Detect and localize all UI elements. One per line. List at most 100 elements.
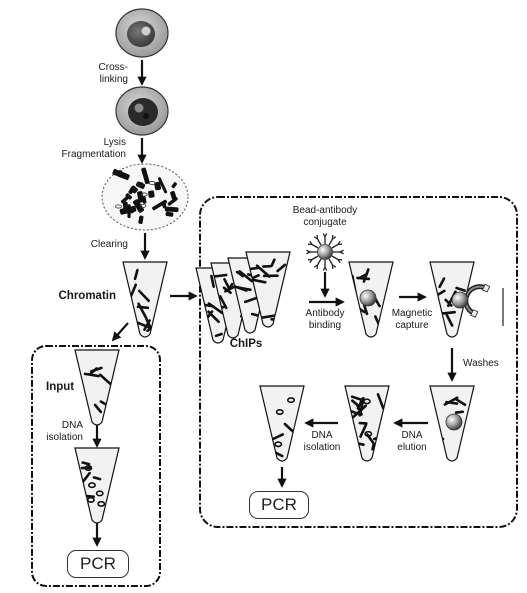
dna-strand: [376, 392, 385, 410]
antibody-spoke: [316, 258, 322, 266]
antibody-arm: [339, 249, 344, 253]
chromatin-tube: [122, 261, 168, 338]
dna-strand: [454, 397, 467, 407]
antibody-arm: [309, 259, 313, 264]
chromatin-fragment: [157, 177, 168, 194]
magnetic-bead: [451, 291, 469, 309]
dna-strand: [136, 321, 156, 331]
chromatin-ring: [148, 181, 156, 186]
dna-strand: [93, 403, 103, 414]
antibody-spoke: [331, 255, 339, 261]
dna-strand: [98, 373, 115, 388]
antibody-arm: [306, 251, 311, 255]
chips-label: ChIPs: [229, 338, 263, 350]
dna-strand: [210, 274, 215, 288]
dna-isolation-right-label: DNA isolation: [303, 430, 341, 453]
chip-box: [199, 196, 518, 528]
dna-strand: [80, 466, 93, 470]
chromatin-fragment: [126, 209, 134, 214]
dna-ring: [86, 496, 95, 503]
dna-ring: [364, 430, 373, 437]
elution-tube: [344, 385, 390, 462]
dna-strand: [238, 270, 253, 283]
dna-strand: [371, 442, 376, 451]
lysis-fragmentation-label: Lysis Fragmentation: [61, 137, 126, 160]
dna-strand: [455, 286, 466, 292]
dna-strand: [137, 302, 148, 321]
dna-strand: [252, 278, 267, 284]
dna-strand: [243, 296, 259, 304]
dna-strand: [262, 436, 272, 443]
washes-label: Washes: [463, 358, 499, 369]
input-box: [31, 345, 161, 587]
chromatin-label: Chromatin: [58, 290, 117, 302]
dna-strand: [222, 286, 232, 295]
magnetic-bead: [359, 289, 377, 307]
dna-strand: [88, 367, 98, 376]
pcr-left-box: PCR: [67, 550, 129, 578]
dna-strand: [454, 410, 465, 414]
antibody-binding-label: Antibody binding: [305, 308, 345, 331]
dna-isolation-left-label: DNA isolation: [46, 420, 83, 443]
dna-ring: [275, 408, 284, 415]
chromatin-ring: [139, 203, 147, 208]
chromatin-fragment: [165, 211, 174, 217]
dna-strand: [214, 332, 223, 338]
dna-strand: [257, 314, 276, 320]
chromatin-fragment: [141, 167, 150, 185]
dna-ring: [95, 490, 104, 497]
magnetic-bead: [445, 413, 463, 431]
dna-strand: [439, 310, 456, 315]
dna-strand: [438, 277, 446, 289]
dna-strand: [207, 302, 224, 315]
dna-ring: [274, 441, 283, 448]
antibody-spoke: [316, 238, 322, 246]
dna-isolated-tube: [259, 385, 305, 462]
arrow-to-input: [111, 322, 129, 342]
dna-strand: [358, 421, 368, 425]
antibody-spoke: [328, 258, 334, 266]
antibody-arm: [313, 236, 318, 240]
dna-strand: [350, 399, 358, 406]
dna-elution-label: DNA elution: [397, 430, 427, 453]
dna-strand: [445, 313, 454, 327]
chromatin-fragment: [137, 191, 144, 203]
dna-strand: [445, 400, 459, 405]
dna-ring: [97, 500, 106, 507]
chromatin-fragment: [167, 197, 178, 206]
chromatin-fragment: [125, 193, 132, 200]
dna-ring: [286, 397, 295, 404]
dna-ring: [87, 482, 96, 489]
dna-strand: [356, 397, 364, 410]
crosslinking-label: Cross- linking: [98, 62, 128, 85]
magnet-icon: [463, 283, 491, 318]
chromatin-ring: [140, 192, 148, 197]
chromatin-fragment: [152, 199, 168, 211]
antibody-arm: [337, 240, 341, 245]
dna-strand: [223, 277, 231, 290]
dna-strand: [262, 274, 279, 278]
chromatin-fragment: [118, 170, 123, 178]
chromatin-ring: [115, 204, 122, 209]
chromatin-fragment: [148, 190, 155, 198]
dna-strand: [83, 372, 100, 378]
dna-strand: [81, 461, 91, 466]
antibody-spoke: [311, 255, 319, 261]
chromatin-fragment: [154, 181, 162, 191]
chromatin-fragment: [171, 182, 177, 189]
chromatin-fragment: [132, 199, 145, 213]
dna-strand: [105, 506, 118, 510]
dna-strand: [227, 282, 234, 291]
fragmented-chromatin-icon: [101, 163, 189, 231]
antibody-spoke: [331, 243, 339, 249]
input-dna-tube: [74, 447, 120, 524]
chromatin-ring: [136, 181, 144, 186]
bead-antibody-icon: [306, 233, 344, 271]
bead-antibody-label: Bead-antibody conjugate: [292, 205, 358, 228]
dna-strand: [211, 273, 228, 279]
dna-strand: [133, 268, 139, 281]
pcr-right-box: PCR: [249, 491, 309, 519]
dna-strand: [276, 263, 287, 273]
